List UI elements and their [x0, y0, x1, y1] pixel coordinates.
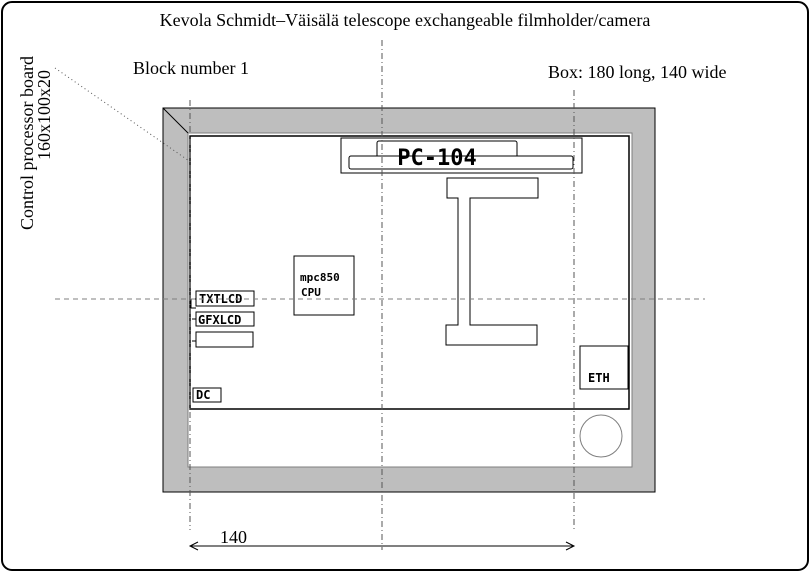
control-board — [189, 135, 630, 410]
cpu-label-line1: mpc850 — [300, 271, 340, 284]
board-label-line1: Control processor board — [17, 56, 37, 230]
board-label-line2: 160x100x20 — [34, 70, 54, 160]
gfxlcd-label: GFXLCD — [198, 313, 241, 327]
eth-label: ETH — [588, 371, 610, 385]
dc-label: DC — [196, 388, 210, 402]
blank-connector — [195, 331, 254, 348]
round-port — [579, 414, 623, 458]
box-label: Box: 180 long, 140 wide — [548, 62, 727, 82]
cpu-chip — [293, 255, 355, 316]
pc104-bar — [348, 155, 574, 170]
title: Kevola Schmidt–Väisälä telescope exchang… — [160, 10, 651, 30]
i-beam-component — [445, 177, 539, 346]
block-label: Block number 1 — [133, 58, 249, 78]
dc-connector — [192, 387, 222, 403]
corner-line — [162, 107, 189, 134]
pc104-label: PC-104 — [397, 146, 476, 171]
dimension-arrowheads — [188, 541, 576, 551]
dimension-label: 140 — [220, 527, 247, 547]
leader-line — [54, 67, 206, 173]
cpu-label-line2: CPU — [301, 286, 321, 299]
eth-connector — [579, 345, 629, 390]
guide-lines — [189, 40, 575, 550]
